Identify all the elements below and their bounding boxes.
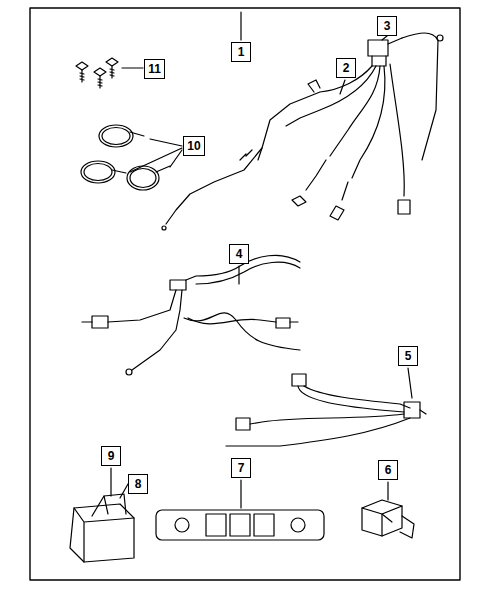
callout-box: 1 xyxy=(231,42,251,62)
callout-number: 6 xyxy=(385,464,392,476)
callout-box: 4 xyxy=(229,244,249,264)
callout-box: 3 xyxy=(377,16,397,36)
callout-number: 1 xyxy=(238,46,245,58)
callout-box: 9 xyxy=(101,446,121,466)
callout-box: 2 xyxy=(336,58,356,78)
callout-box: 7 xyxy=(231,458,251,478)
callout-number: 3 xyxy=(384,20,391,32)
callout-box: 10 xyxy=(183,136,205,156)
callout-box: 5 xyxy=(398,346,418,366)
callout-number: 11 xyxy=(148,63,161,75)
callout-number: 9 xyxy=(108,450,115,462)
callout-box: 11 xyxy=(144,59,165,79)
callout-number: 8 xyxy=(135,478,142,490)
callout-number: 7 xyxy=(238,462,245,474)
callout-number: 5 xyxy=(405,350,412,362)
callout-number: 10 xyxy=(187,140,200,152)
callout-number: 2 xyxy=(343,62,350,74)
callout-number: 4 xyxy=(236,248,243,260)
callout-box: 6 xyxy=(378,460,398,480)
callout-box: 8 xyxy=(128,474,148,494)
